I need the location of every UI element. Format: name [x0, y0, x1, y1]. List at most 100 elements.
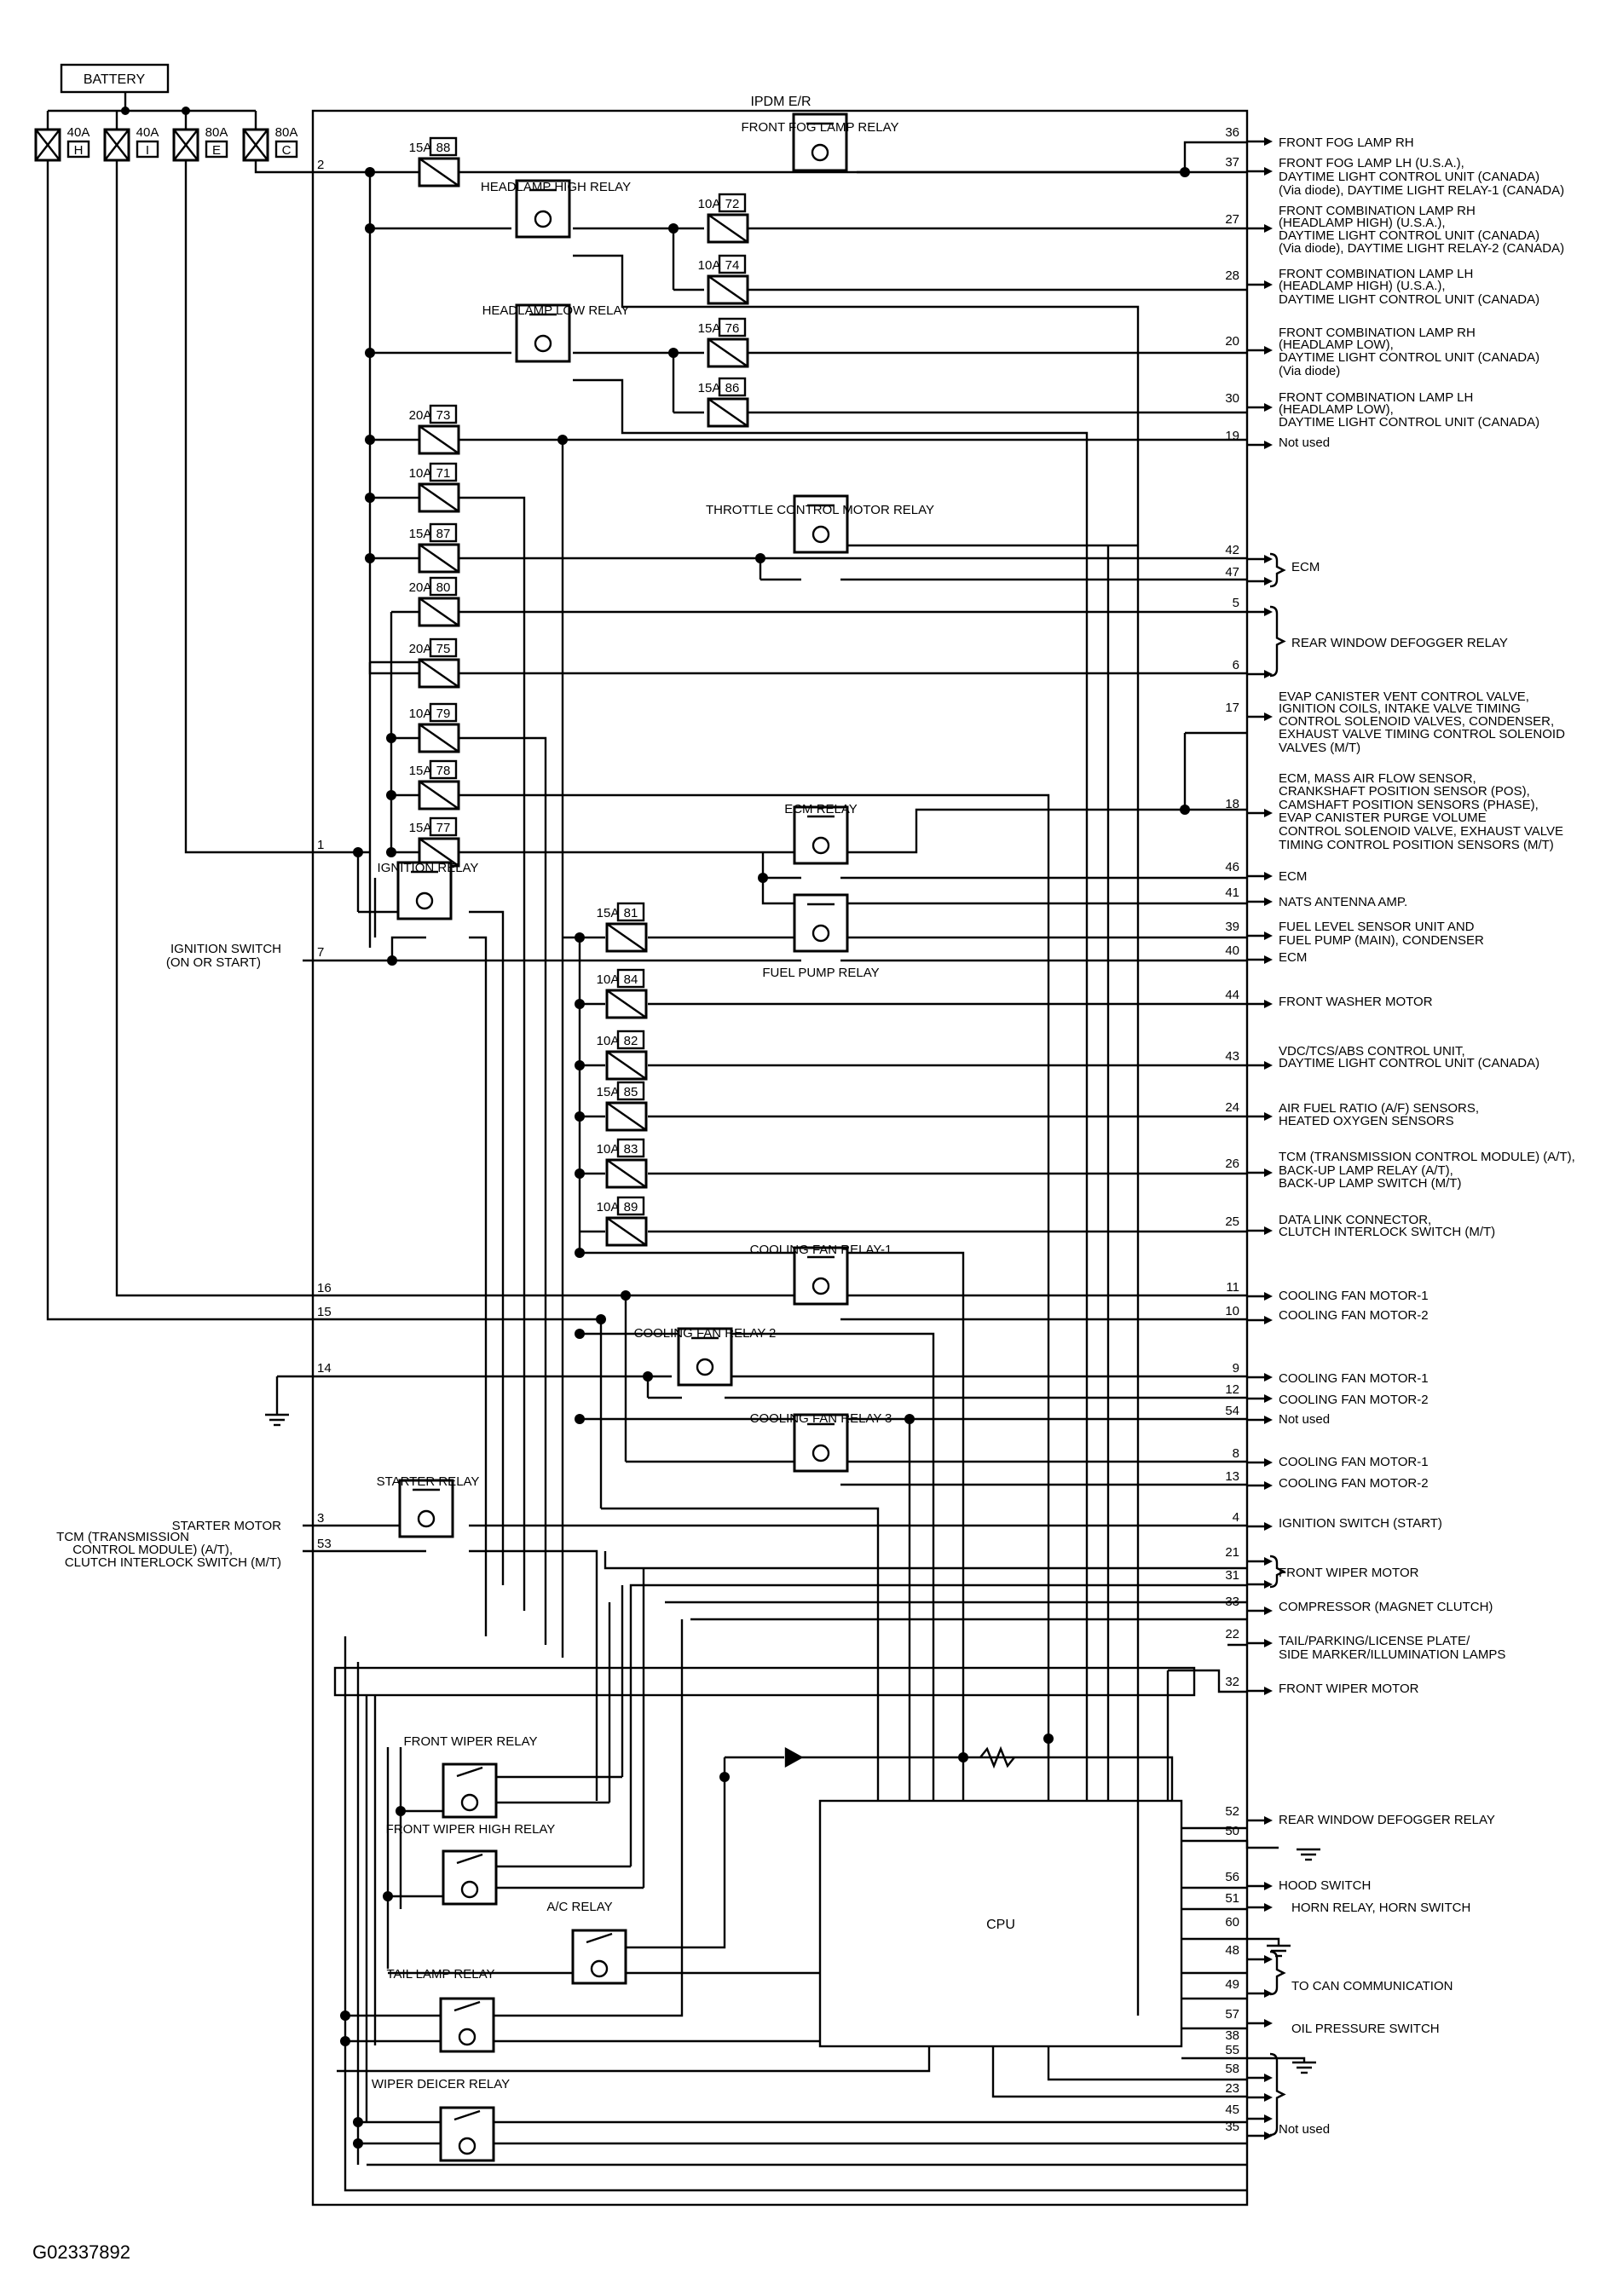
right-pin-number: 45	[1225, 2103, 1239, 2117]
relay-coil	[458, 2137, 477, 2155]
left-pin-15: 15	[317, 1305, 332, 1319]
battery-box	[60, 63, 170, 94]
right-pin-number: 46	[1225, 860, 1239, 874]
group-brace	[1269, 2052, 1286, 2137]
fuse-amp: 10A	[409, 466, 432, 481]
fuse-number-box	[616, 1196, 645, 1216]
relay-label: HEADLAMP LOW RELAY	[482, 303, 630, 318]
fusible-link-letter: I	[146, 143, 149, 158]
fuse-amp: 10A	[597, 1034, 620, 1048]
right-destination: HOOD SWITCH	[1279, 1878, 1371, 1893]
fusible-link-mark	[243, 129, 269, 161]
right-destination: FRONT WASHER MOTOR	[1279, 995, 1433, 1009]
right-pin-number: 56	[1225, 1870, 1239, 1884]
right-pin-number: 6	[1233, 658, 1239, 672]
fuse-number: 73	[436, 408, 451, 423]
fuse-mark	[419, 724, 459, 753]
right-pin-number: 28	[1225, 268, 1239, 283]
right-destination: FUEL PUMP (MAIN), CONDENSER	[1279, 933, 1484, 948]
right-destination: VALVES (M/T)	[1279, 741, 1360, 755]
right-destination: ECM	[1279, 869, 1307, 884]
right-destination: FRONT COMBINATION LAMP RH	[1279, 326, 1476, 340]
right-destination: DATA LINK CONNECTOR,	[1279, 1213, 1431, 1227]
right-destination: FRONT FOG LAMP RH	[1279, 136, 1414, 150]
fuse-number-box	[616, 1030, 645, 1050]
right-destination: ECM	[1279, 950, 1307, 965]
fuse-amp: 10A	[409, 707, 432, 721]
pin-arrow-head	[1264, 2019, 1273, 2028]
relay-coil	[415, 891, 434, 910]
fusible-link-amp: 80A	[205, 125, 228, 140]
fuse-number: 86	[725, 381, 740, 395]
fuse-number-box	[429, 522, 458, 543]
right-pin-number: 18	[1225, 797, 1239, 811]
fuse-amp: 10A	[597, 972, 620, 987]
pin-arrow-head	[1264, 1168, 1273, 1177]
right-pin-number: 11	[1226, 1280, 1239, 1295]
relay-contact	[453, 2000, 481, 2012]
right-destination: FRONT WIPER MOTOR	[1279, 1566, 1419, 1580]
dest-ignition-switch-2: (ON OR START)	[166, 955, 261, 970]
fuse-number: 81	[624, 906, 638, 920]
left-pin-1: 1	[317, 838, 324, 852]
right-destination: REAR WINDOW DEFOGGER RELAY	[1279, 1813, 1495, 1827]
relay-coil	[812, 1444, 830, 1462]
right-pin-number: 20	[1225, 334, 1239, 349]
relay-label: FRONT WIPER RELAY	[404, 1734, 538, 1749]
right-destination: TAIL/PARKING/LICENSE PLATE/	[1279, 1634, 1470, 1648]
right-pin-number: 58	[1225, 2062, 1239, 2076]
right-pin-number: 8	[1233, 1446, 1239, 1461]
pin-arrow-head	[1264, 1557, 1273, 1566]
right-destination: Not used	[1279, 436, 1330, 450]
relay-coil	[417, 1509, 436, 1528]
right-destination: IGNITION COILS, INTAKE VALVE TIMING	[1279, 701, 1521, 716]
right-destination: CONTROL SOLENOID VALVE, EXHAUST VALVE	[1279, 824, 1563, 839]
group-brace	[1269, 552, 1286, 588]
fuse-amp: 15A	[597, 906, 620, 920]
right-destination: DAYTIME LIGHT CONTROL UNIT (CANADA)	[1279, 170, 1539, 184]
fuse-amp: 10A	[698, 197, 721, 211]
right-pin-number: 22	[1225, 1627, 1239, 1641]
right-pin-number: 38	[1225, 2028, 1239, 2043]
pin-arrow-head	[1264, 224, 1273, 233]
fuse-mark	[419, 483, 459, 512]
right-destination: VDC/TCS/ABS CONTROL UNIT,	[1279, 1044, 1465, 1059]
pin-arrow-head	[1264, 1112, 1273, 1121]
fuse-number-box	[616, 968, 645, 989]
pin-arrow-head	[1264, 1458, 1273, 1467]
fuse-mark	[419, 158, 459, 187]
relay-contact	[586, 1932, 613, 1944]
right-pin-number: 10	[1225, 1304, 1239, 1318]
fuse-number-box	[718, 193, 747, 213]
battery-label: BATTERY	[84, 72, 146, 87]
fusible-link-letter: E	[212, 143, 221, 158]
right-pin-number: 23	[1225, 2081, 1239, 2096]
fusible-link-tag	[136, 140, 159, 159]
junction-dots	[121, 107, 1190, 2149]
group-brace	[1269, 1555, 1286, 1589]
right-pin-number: 17	[1225, 701, 1239, 715]
relay-coil	[812, 924, 830, 943]
right-destination: OIL PRESSURE SWITCH	[1291, 2022, 1440, 2036]
fuse-number: 87	[436, 527, 451, 541]
fuse-amp: 20A	[409, 642, 432, 656]
pin-arrow-head	[1264, 137, 1273, 146]
right-destination: DAYTIME LIGHT CONTROL UNIT (CANADA)	[1279, 350, 1539, 365]
pin-arrow-head	[1264, 1061, 1273, 1070]
pin-arrow-head	[1264, 955, 1273, 964]
right-destination: FRONT WIPER MOTOR	[1279, 1682, 1419, 1696]
relay-coil	[812, 1277, 830, 1295]
dest-tcm-1: TCM (TRANSMISSION	[56, 1530, 189, 1544]
pin-arrow-head	[1264, 1416, 1273, 1424]
right-pin-number: 9	[1233, 1361, 1239, 1376]
fuse-number-box	[616, 1138, 645, 1158]
fuse-number: 71	[436, 466, 451, 481]
relay-label: WIPER DEICER RELAY	[372, 2077, 510, 2091]
fuse-number-box	[616, 1081, 645, 1101]
right-pin-number: 4	[1233, 1510, 1239, 1525]
relay-contact	[456, 1766, 483, 1778]
fuse-number-box	[429, 637, 458, 658]
fusible-link-letter: H	[74, 143, 84, 158]
fuse-mark	[606, 1102, 647, 1131]
